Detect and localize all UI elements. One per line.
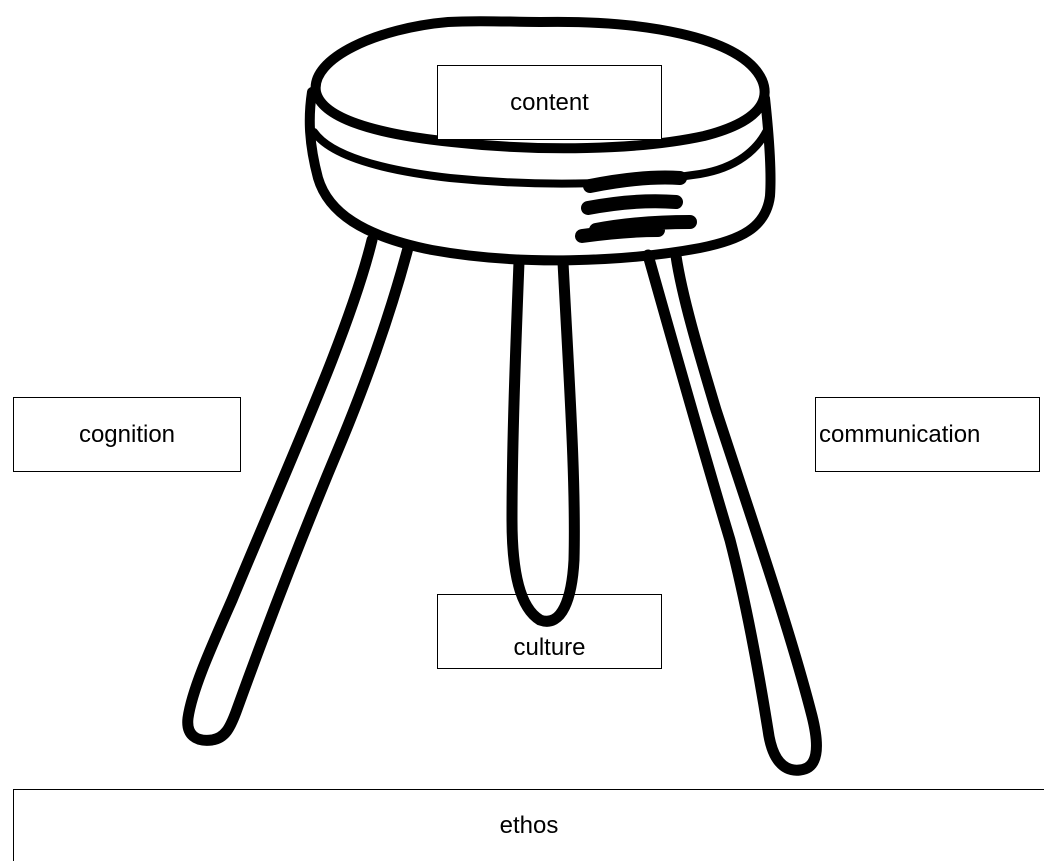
label-culture: culture bbox=[437, 594, 662, 669]
stool-leg-right bbox=[642, 249, 822, 776]
label-cognition: cognition bbox=[13, 397, 241, 472]
label-communication-text: communication bbox=[819, 420, 981, 448]
stool-leg-middle bbox=[506, 256, 580, 627]
label-culture-text: culture bbox=[513, 634, 586, 661]
label-ethos-text: ethos bbox=[499, 811, 559, 839]
stool-seat-top bbox=[310, 16, 770, 154]
label-content: content bbox=[437, 65, 662, 140]
label-content-text: content bbox=[510, 88, 589, 116]
stool-seat-rim bbox=[310, 124, 772, 188]
label-ethos: ethos bbox=[13, 789, 1044, 861]
stool-seat-side bbox=[304, 87, 776, 266]
stool-leg-left bbox=[182, 234, 414, 746]
stool-strap bbox=[575, 170, 697, 243]
label-cognition-text: cognition bbox=[78, 420, 176, 448]
label-communication: communication bbox=[815, 397, 1040, 472]
